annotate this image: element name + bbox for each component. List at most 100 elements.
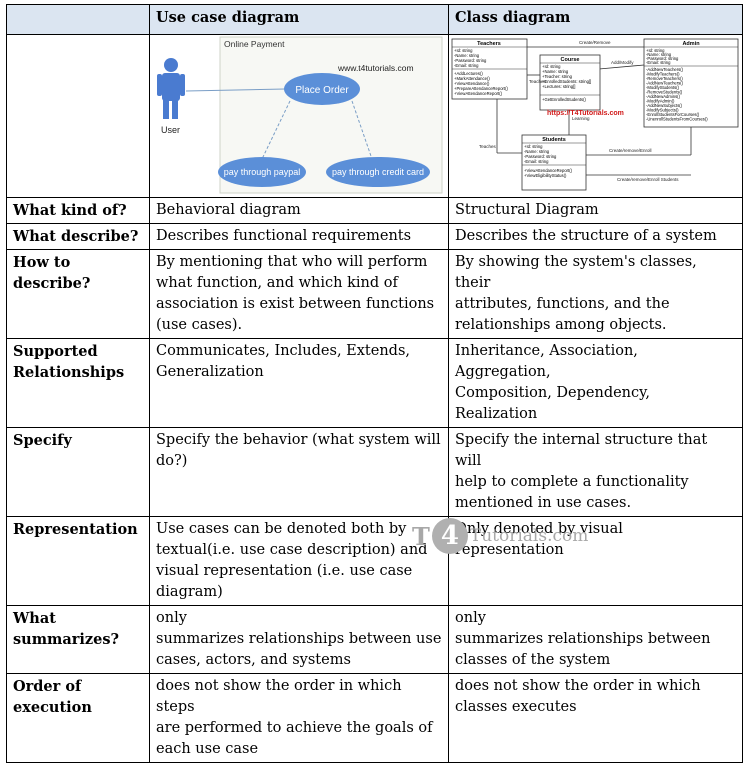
svg-text:-AddNewAdmins(): -AddNewAdmins() <box>646 94 681 99</box>
text-line: mentioned in use cases. <box>455 495 632 511</box>
svg-text:-Email: string: -Email: string <box>524 159 549 164</box>
row-label: Supported Relationships <box>6 338 150 428</box>
text-line: does not show the order in which steps <box>156 678 402 715</box>
header-class: Class diagram <box>448 4 743 35</box>
uc-credit-card-ellipse <box>326 157 430 187</box>
svg-text:+ViewAttendanceReport(): +ViewAttendanceReport() <box>454 91 503 96</box>
text-line: Communicates, Includes, Extends, <box>156 343 410 359</box>
svg-text:+PrepareAttendanceReport(): +PrepareAttendanceReport() <box>454 86 508 91</box>
class-cell: Describes the structure of a system <box>448 223 743 250</box>
row-relationships: Supported Relationships Communicates, In… <box>6 338 743 428</box>
use-case-cell: Use cases can be denoted both by textual… <box>149 516 449 606</box>
svg-text:-ModifyAdmin(): -ModifyAdmin() <box>646 99 675 104</box>
use-case-cell: Behavioral diagram <box>149 197 449 224</box>
class-box-students: Students +Id: string -Name: string -Pass… <box>521 134 587 191</box>
svg-text:Teaches: Teaches <box>529 79 547 84</box>
text-line: classes executes <box>455 699 577 715</box>
row-label: What kind of? <box>6 197 150 224</box>
comparison-table: Use case diagram Class diagram Online Pa… <box>6 4 743 763</box>
svg-text:+Lectures: string[]: +Lectures: string[] <box>542 84 575 89</box>
svg-text:-RemoveStudents(): -RemoveStudents() <box>646 90 683 95</box>
row-label: What describe? <box>6 223 150 250</box>
uc-actor-label: User <box>161 125 180 135</box>
svg-text:Students: Students <box>542 137 566 143</box>
text-line: association is exist between functions <box>156 296 435 312</box>
text-line: summarizes relationships between use <box>156 631 442 647</box>
class-box-teachers: Teachers +Id: string -Name: string -Pass… <box>451 38 528 100</box>
text-line: Behavioral diagram <box>156 202 301 218</box>
use-case-cell: does not show the order in which steps a… <box>149 673 449 763</box>
svg-text:-EnrollStudentsForCourses(): -EnrollStudentsForCourses() <box>646 112 700 117</box>
class-cell: Only denoted by visual representation <box>448 516 743 606</box>
text-line: Describes the structure of a system <box>455 228 717 244</box>
uc-place-order-label: Place Order <box>295 85 349 96</box>
svg-text:-Name: string: -Name: string <box>646 52 672 57</box>
row-label: Specify <box>6 427 150 517</box>
class-cell: Specify the internal structure that will… <box>448 427 743 517</box>
text-line: each use case <box>156 741 259 757</box>
text-line: visual representation (i.e. use case <box>156 563 413 579</box>
row-order: Order of execution does not show the ord… <box>6 673 743 763</box>
class-box-course: Course +Id: string +Name: string +Teache… <box>539 54 601 111</box>
svg-text:+Teacher: string: +Teacher: string <box>542 74 573 79</box>
row-label: How to describe? <box>6 249 150 339</box>
class-cell: only summarizes relationships between cl… <box>448 605 743 674</box>
svg-text:-Name: string: -Name: string <box>454 53 480 58</box>
uc-paypal-label: pay through paypal <box>224 167 301 177</box>
svg-text:-RemoveTeachers(): -RemoveTeachers() <box>646 76 683 81</box>
row-representation: Representation Use cases can be denoted … <box>6 516 743 606</box>
svg-text:+MarkAttendance(): +MarkAttendance() <box>454 76 490 81</box>
class-site-text: https://T4Tutorials.com <box>547 110 624 117</box>
text-line: Structural Diagram <box>455 202 599 218</box>
text-line: relationships among objects. <box>455 317 667 333</box>
text-line: only <box>156 610 187 626</box>
header-row: Use case diagram Class diagram <box>6 4 743 35</box>
text-line: Use cases can be denoted both by <box>156 521 407 537</box>
svg-text:-Email: string: -Email: string <box>454 63 479 68</box>
text-line: Specify the internal structure that will <box>455 432 708 469</box>
row-how: How to describe? By mentioning that who … <box>6 249 743 339</box>
svg-text:+Id: string: +Id: string <box>646 48 665 53</box>
svg-text:Create/remove/Enroll Students: Create/remove/Enroll Students <box>617 177 679 182</box>
row-summarizes: What summarizes? only summarizes relatio… <box>6 605 743 674</box>
use-case-diagram-image: Online Payment www.t4tutorials.com User … <box>150 35 448 195</box>
text-line: does not show the order in which <box>455 678 701 694</box>
text-line: Inheritance, Association, Aggregation, <box>455 343 638 380</box>
svg-text:-Email: string: -Email: string <box>646 60 671 65</box>
class-relationship-labels: Create/Remove Teaches Add/Modify Learnin… <box>479 40 679 182</box>
class-diagram-image: Teachers +Id: string -Name: string -Pass… <box>449 35 742 195</box>
row-label: Order of execution <box>6 673 150 763</box>
text-line: (use cases). <box>156 317 243 333</box>
text-line: representation <box>455 542 564 558</box>
svg-text:-UnenrollStudentsFromCourses(): -UnenrollStudentsFromCourses() <box>646 117 708 122</box>
svg-text:-ModifyStudents(): -ModifyStudents() <box>646 85 680 90</box>
svg-text:Learning: Learning <box>572 116 590 121</box>
svg-text:-Password: string: -Password: string <box>454 58 487 63</box>
use-case-figure-cell: Online Payment www.t4tutorials.com User … <box>149 34 449 198</box>
use-case-cell: Describes functional requirements <box>149 223 449 250</box>
text-line: are performed to achieve the goals of <box>156 720 433 736</box>
text-line: what function, and which kind of <box>156 275 398 291</box>
svg-text:+Name: string: +Name: string <box>542 69 569 74</box>
text-line: By showing the system's classes, their <box>455 254 697 291</box>
svg-text:-Password: string: -Password: string <box>646 56 679 61</box>
svg-text:+ViewEligibilityStatus(): +ViewEligibilityStatus() <box>524 173 567 178</box>
class-cell: By showing the system's classes, their a… <box>448 249 743 339</box>
svg-text:-AddNewTeachers(): -AddNewTeachers() <box>646 67 684 72</box>
row-label: Representation <box>6 516 150 606</box>
class-figure-cell: Teachers +Id: string -Name: string -Pass… <box>448 34 743 198</box>
svg-text:-ModifySubjects(): -ModifySubjects() <box>646 108 679 113</box>
use-case-cell: Communicates, Includes, Extends, General… <box>149 338 449 428</box>
use-case-cell: By mentioning that who will perform what… <box>149 249 449 339</box>
svg-text:+ViewAttendanceReport(): +ViewAttendanceReport() <box>524 168 573 173</box>
svg-text:-AddNewTeachers(): -AddNewTeachers() <box>646 81 684 86</box>
class-cell: Inheritance, Association, Aggregation, C… <box>448 338 743 428</box>
text-line: Specify the behavior (what system will <box>156 432 441 448</box>
uc-site-text: www.t4tutorials.com <box>337 63 414 73</box>
svg-text:-AddNewSubjects(): -AddNewSubjects() <box>646 103 683 108</box>
row-label: What summarizes? <box>6 605 150 674</box>
figure-empty-cell <box>6 34 150 198</box>
header-use-case: Use case diagram <box>149 4 449 35</box>
text-line: help to complete a functionality <box>455 474 689 490</box>
use-case-cell: only summarizes relationships between us… <box>149 605 449 674</box>
